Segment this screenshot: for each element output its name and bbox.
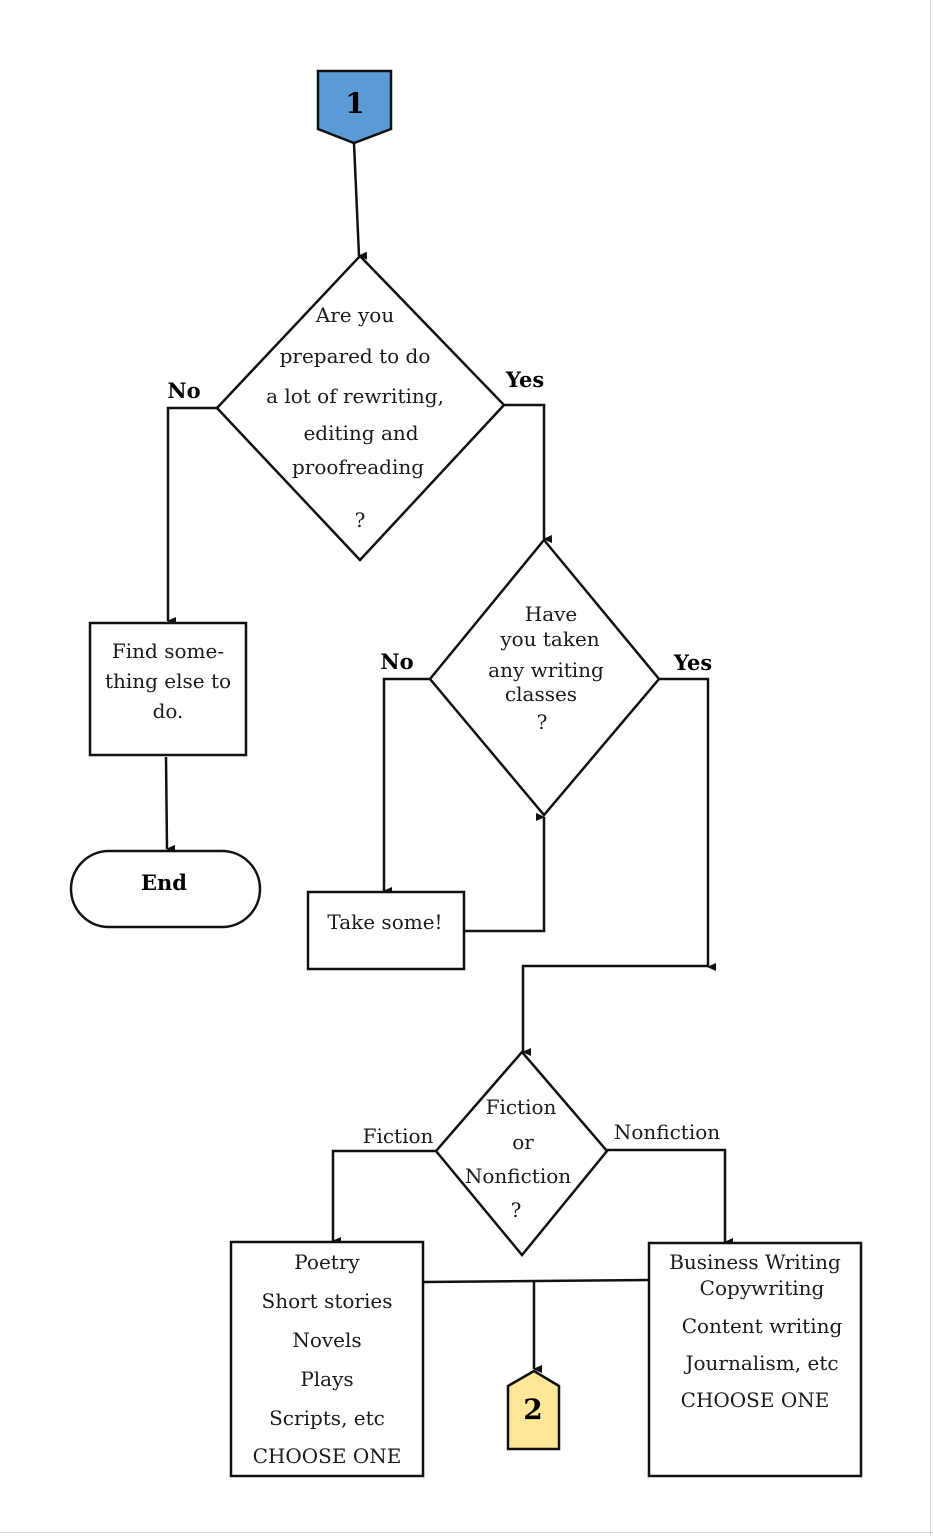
process-find-line: thing else to [105,669,231,693]
nonfiction-choose-one: CHOOSE ONE [681,1388,830,1412]
nonfiction-option: Business Writing [669,1250,841,1274]
decision-writing-classes: Have you taken any writing classes ? [428,538,661,817]
decision-fiction-nonfiction-line: Nonfiction [465,1164,571,1188]
decision-writing-classes-line: any writing [488,658,604,682]
nonfiction-option: Journalism, etc [683,1351,838,1375]
q3-fiction-label: Fiction [363,1124,434,1148]
fiction-option: Plays [300,1367,353,1391]
decision-rewriting-line: prepared to do [280,344,431,368]
decision-rewriting-line: editing and [303,421,418,445]
start-connector: 1 [316,69,393,145]
fiction-option: Scripts, etc [269,1406,385,1430]
decision-fiction-nonfiction-shape [434,1050,609,1257]
nonfiction-option: Copywriting [700,1276,825,1300]
nonfiction-option: Content writing [682,1314,843,1338]
process-take-some: Take some! [306,890,466,971]
decision-rewriting-line: ? [355,508,366,532]
q2-yes-label: Yes [673,650,712,675]
box-fiction-shape [229,1240,425,1478]
connector-merge [423,1278,649,1284]
process-find-something-else: Find some- thing else to do. [88,621,248,757]
terminator-end-label: End [141,870,187,895]
connector-q3-nonfiction [607,1148,733,1246]
decision-rewriting-line: Are you [315,303,395,327]
decision-fiction-nonfiction-line: Fiction [486,1095,557,1119]
terminator-end: End [69,849,262,929]
connector-q3-fiction [331,1149,437,1245]
next-connector: 2 [506,1369,561,1451]
fiction-option: Poetry [294,1250,360,1274]
decision-rewriting-line: a lot of rewriting, [266,384,444,408]
terminator-end-shape [69,849,262,929]
decision-writing-classes-line: Have [525,602,578,626]
q1-yes-label: Yes [505,367,544,392]
connector-q1-yes [503,403,552,543]
connector-to-q3 [521,964,708,1056]
connector-find-to-end [164,756,176,853]
process-find-line: Find some- [112,639,224,663]
decision-rewriting: Are you prepared to do a lot of rewritin… [215,254,506,562]
connector-take-to-q2 [465,813,546,933]
fiction-choose-one: CHOOSE ONE [253,1444,402,1468]
connector-q2-yes [658,677,716,971]
fiction-option: Novels [292,1328,361,1352]
decision-rewriting-shape [215,254,506,562]
decision-writing-classes-shape [428,538,661,817]
box-nonfiction-options: Business Writing Copywriting Content wri… [647,1241,863,1478]
next-connector-shape [506,1369,561,1451]
start-connector-label: 1 [345,87,364,120]
decision-writing-classes-line: ? [537,710,548,734]
process-take-some-label: Take some! [327,910,442,934]
decision-fiction-nonfiction: Fiction or Nonfiction ? [434,1050,609,1257]
connector-start-to-q1 [352,142,368,260]
connectors [164,142,733,1373]
connector-q2-no [382,677,430,895]
fiction-option: Short stories [262,1289,393,1313]
start-connector-shape [316,69,393,145]
decision-fiction-nonfiction-line: or [512,1130,534,1154]
connector-q1-no [166,406,218,625]
q1-no-label: No [167,378,200,403]
box-nonfiction-shape [647,1241,863,1478]
process-find-shape [88,621,248,757]
process-take-some-shape [306,890,466,971]
decision-fiction-nonfiction-line: ? [511,1198,522,1222]
box-fiction-options: Poetry Short stories Novels Plays Script… [229,1240,425,1478]
decision-writing-classes-line: classes [505,682,577,706]
q3-nonfiction-label: Nonfiction [614,1120,720,1144]
next-connector-label: 2 [523,1393,542,1426]
decision-rewriting-line: proofreading [292,455,424,479]
decision-writing-classes-line: you taken [499,627,599,651]
q2-no-label: No [380,649,413,674]
process-find-line: do. [153,699,184,723]
